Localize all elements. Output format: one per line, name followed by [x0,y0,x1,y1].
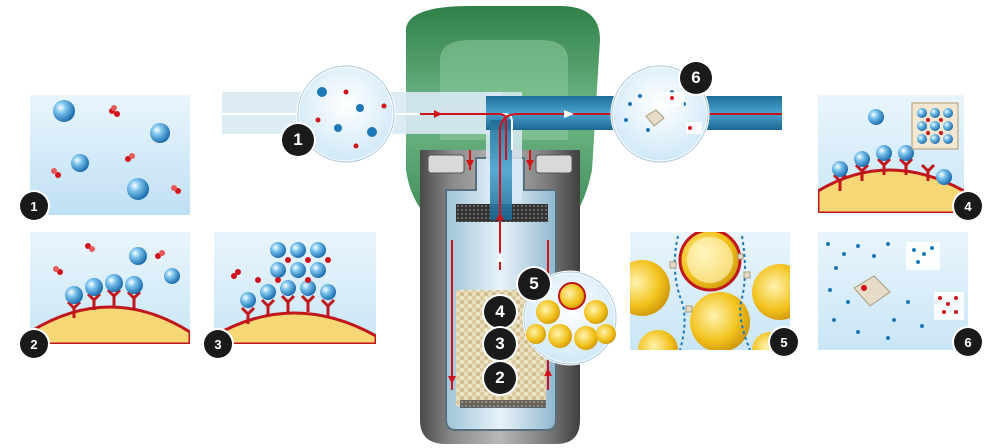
step-1-badge: 1 [20,192,48,220]
surface-layer [30,305,190,344]
flake-icon [669,253,751,313]
surface-layer [214,311,376,344]
step-4-badge: 4 [954,192,982,220]
step-5-beads-badge: 5 [518,268,550,300]
zoom-circle-beads [522,270,618,366]
step-3-badge: 3 [204,330,232,358]
particle-icon [164,268,180,284]
flake-icon [853,275,891,307]
panel-5-illustration [630,232,790,350]
step-4-column-badge: 4 [484,296,516,328]
bead [690,292,750,350]
crystal-fragment [906,242,940,270]
particle-icon [53,100,75,122]
receptor-group [66,288,142,318]
flow-paths [673,235,751,350]
particle-icon [129,247,147,265]
panel-3-illustration [214,232,376,344]
bead [630,260,670,316]
contaminant-icon [109,105,120,117]
step-6-outlet-badge: 6 [680,62,712,94]
particle-icon [71,154,89,172]
contaminant-icon [53,266,63,275]
panel-3-stacking [214,232,376,344]
receptor-group [240,294,336,324]
particle-icon [105,274,123,292]
contaminant-icon [155,250,165,259]
contaminant-icon [231,257,331,283]
panel-5-bead-bed [630,232,790,350]
flow-arrows [434,110,552,384]
crystal-lattice [911,102,959,150]
bead [752,264,790,320]
step-6-badge: 6 [954,328,982,356]
particle-icon [85,278,103,296]
contaminant-icon [171,185,181,194]
receptor-group [832,157,936,191]
contaminant-icon [51,168,61,178]
zoom-circle-inlet [296,64,396,164]
small-particles [826,242,938,340]
panel-1-illustration [30,95,190,215]
step-5-badge: 5 [770,328,798,356]
panel-4-elution [818,95,964,213]
panel-1-free-particles [30,95,190,215]
particle-icon [127,178,149,200]
particle-icon [65,286,83,304]
panel-6-purified [818,232,968,350]
crystal-fragment [934,292,964,320]
contaminant-icon [85,243,95,252]
zoom-circle-outlet [610,64,710,164]
particle-stack [240,242,336,308]
step-1-inlet-badge: 1 [282,124,314,156]
particle-icon [125,276,143,294]
bead [638,330,678,350]
panel-6-illustration [818,232,968,350]
panel-2-illustration [30,232,190,344]
step-3-column-badge: 3 [484,328,516,360]
contaminant-icon [125,153,135,162]
step-2-column-badge: 2 [484,362,516,394]
panel-2-binding [30,232,190,344]
particle-icon [150,123,170,143]
step-2-badge: 2 [20,330,48,358]
panel-4-illustration [818,95,964,213]
